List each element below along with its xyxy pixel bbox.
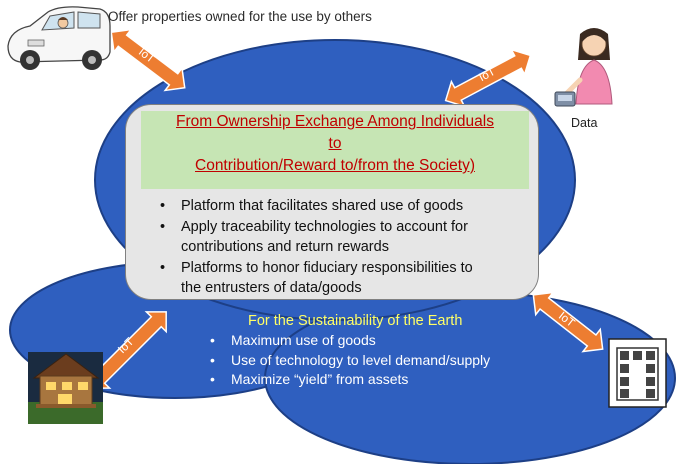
platform-bullet-continuation: the entrusters of data/goods — [181, 280, 362, 296]
headline-line-3: Contribution/Reward to/from the Society) — [195, 157, 475, 174]
earth-bullet: Use of technology to level demand/supply — [205, 351, 490, 371]
building-floorplan-icon — [608, 338, 667, 408]
top-caption: Offer properties owned for the use by ot… — [108, 9, 372, 24]
car-icon — [7, 6, 111, 70]
platform-bullet: Platforms to honor fiduciary responsibil… — [155, 258, 473, 279]
headline-band — [141, 111, 529, 189]
house-icon — [28, 352, 103, 424]
iot-arrow-bottom-right — [532, 291, 604, 353]
earth-bullet: Maximum use of goods — [205, 331, 490, 351]
earth-title: For the Sustainability of the Earth — [248, 313, 463, 329]
platform-bullet-continuation: contributions and return rewards — [181, 239, 389, 255]
platform-bullet: Platform that facilitates shared use of … — [155, 196, 473, 217]
iot-arrow-top-right — [444, 48, 532, 108]
headline-line-2: to — [328, 135, 342, 152]
platform-bullet-list: Platform that facilitates shared use of … — [155, 196, 473, 299]
iot-arrow-top-left — [110, 28, 186, 92]
earth-bullet: Maximize “yield” from assets — [205, 370, 490, 390]
headline: From Ownership Exchange Among Individual… — [141, 111, 529, 177]
platform-bullet: Apply traceability technologies to accou… — [155, 217, 473, 238]
data-caption: Data — [571, 116, 598, 130]
woman-with-data-device-icon — [554, 28, 613, 107]
earth-bullet-list: Maximum use of goods Use of technology t… — [205, 331, 490, 390]
headline-line-1: From Ownership Exchange Among Individual… — [176, 113, 494, 130]
